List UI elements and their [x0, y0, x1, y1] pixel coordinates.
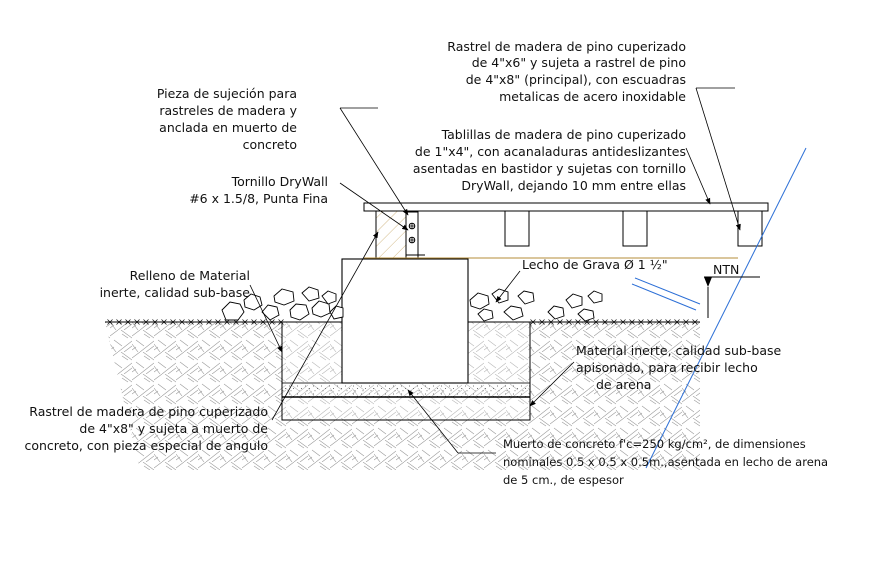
ground-x-mark: [629, 319, 635, 325]
ground-x-mark: [134, 319, 140, 325]
ground-x-mark: [566, 319, 572, 325]
ground-x-mark: [242, 319, 248, 325]
ground-x-mark: [638, 319, 644, 325]
ground-x-mark: [656, 319, 662, 325]
ground-x-mark: [206, 319, 212, 325]
gravel-rocks: [221, 286, 603, 322]
label-line: #6 x 1.5/8, Punta Fina: [189, 191, 328, 206]
deck-joists: [504, 210, 763, 247]
wood-post: [375, 210, 409, 260]
ground-x-mark: [548, 319, 554, 325]
label-line: Tornillo DryWall: [231, 174, 328, 189]
deck-boards: [363, 202, 769, 259]
ground-x-mark: [674, 319, 680, 325]
label-relleno: Relleno de Material inerte, calidad sub-…: [100, 268, 251, 300]
ground-x-mark: [107, 319, 113, 325]
label-tablillas: Tablillas de madera de pino cuperizado d…: [413, 127, 686, 193]
label-line: Rastrel de madera de pino cuperizado: [447, 39, 686, 54]
label-rastrel-principal: Rastrel de madera de pino cuperizado de …: [447, 39, 686, 104]
label-line: asentadas en bastidor y sujetas con torn…: [413, 161, 686, 176]
label-line: Muerto de concreto f'c=250 kg/cm², de di…: [503, 437, 806, 451]
ground-x-mark: [215, 319, 221, 325]
label-lecho-grava: Lecho de Grava Ø 1 ½": [522, 257, 668, 272]
label-line: de 4"x6" y sujeta a rastrel de pino: [472, 55, 686, 70]
ground-x-mark: [575, 319, 581, 325]
ground-x-mark: [116, 319, 122, 325]
metal-bracket: [405, 211, 425, 259]
label-line: nominales 0.5 x 0.5 x 0.5m.,asentada en …: [503, 455, 828, 469]
ground-x-mark: [557, 319, 563, 325]
ground-x-mark: [197, 319, 203, 325]
ground-x-mark: [143, 319, 149, 325]
ground-x-mark: [269, 319, 275, 325]
label-line: inerte, calidad sub-base: [100, 285, 251, 300]
ground-x-mark: [188, 319, 194, 325]
label-tornillo: Tornillo DryWall #6 x 1.5/8, Punta Fina: [189, 174, 328, 206]
slope-lines: [631, 147, 807, 469]
label-line: Rastrel de madera de pino cuperizado: [29, 404, 268, 419]
label-line: Material inerte, calidad sub-base: [576, 343, 781, 358]
label-material-inerte: Material inerte, calidad sub-base apison…: [576, 343, 781, 392]
label-line: concreto: [243, 137, 297, 152]
label-pieza-sujecion: Pieza de sujeción para rastreles de made…: [157, 86, 298, 152]
label-line: de 5 cm., de espesor: [503, 473, 624, 487]
label-line: Pieza de sujeción para: [157, 86, 297, 101]
ground-x-mark: [692, 319, 698, 325]
ground-x-mark: [530, 319, 536, 325]
ground-x-mark: [620, 319, 626, 325]
ground-x-mark: [278, 319, 284, 325]
ground-line: [105, 319, 700, 325]
concrete-block: [341, 258, 469, 384]
ground-x-mark: [152, 319, 158, 325]
ground-x-mark: [611, 319, 617, 325]
ground-x-mark: [170, 319, 176, 325]
ground-x-mark: [251, 319, 257, 325]
label-line: de 4"x8" y sujeta a muerto de: [79, 421, 268, 436]
leader-lines: [249, 87, 741, 454]
label-muerto-concreto: Muerto de concreto f'c=250 kg/cm², de di…: [503, 437, 828, 487]
label-line: apisonado, para recibir lecho: [576, 360, 758, 375]
label-ntn: NTN: [713, 262, 739, 277]
label-rastrel-4x8: Rastrel de madera de pino cuperizado de …: [24, 404, 268, 453]
ground-x-mark: [647, 319, 653, 325]
ground-x-mark: [683, 319, 689, 325]
excavation-outline: [281, 322, 531, 421]
ground-x-mark: [260, 319, 266, 325]
ground-x-mark: [179, 319, 185, 325]
ground-x-mark: [539, 319, 545, 325]
ground-x-mark: [161, 319, 167, 325]
label-line: metalicas de acero inoxidable: [499, 89, 686, 104]
ground-x-mark: [593, 319, 599, 325]
sand-bed: [281, 382, 531, 398]
label-line: Relleno de Material: [130, 268, 250, 283]
ground-x-mark: [665, 319, 671, 325]
label-line: Tablillas de madera de pino cuperizado: [441, 127, 686, 142]
label-line: de 4"x8" (principal), con escuadras: [466, 72, 686, 87]
label-line: de arena: [596, 377, 651, 392]
label-line: de 1"x4", con acanaladuras antideslizant…: [415, 144, 686, 159]
label-line: DryWall, dejando 10 mm entre ellas: [461, 178, 686, 193]
ntn-marker: [704, 276, 760, 318]
ground-x-mark: [602, 319, 608, 325]
label-line: rastreles de madera y: [159, 103, 297, 118]
ground-x-mark: [125, 319, 131, 325]
label-line: anclada en muerto de: [159, 120, 297, 135]
label-line: concreto, con pieza especial de angulo: [24, 438, 268, 453]
